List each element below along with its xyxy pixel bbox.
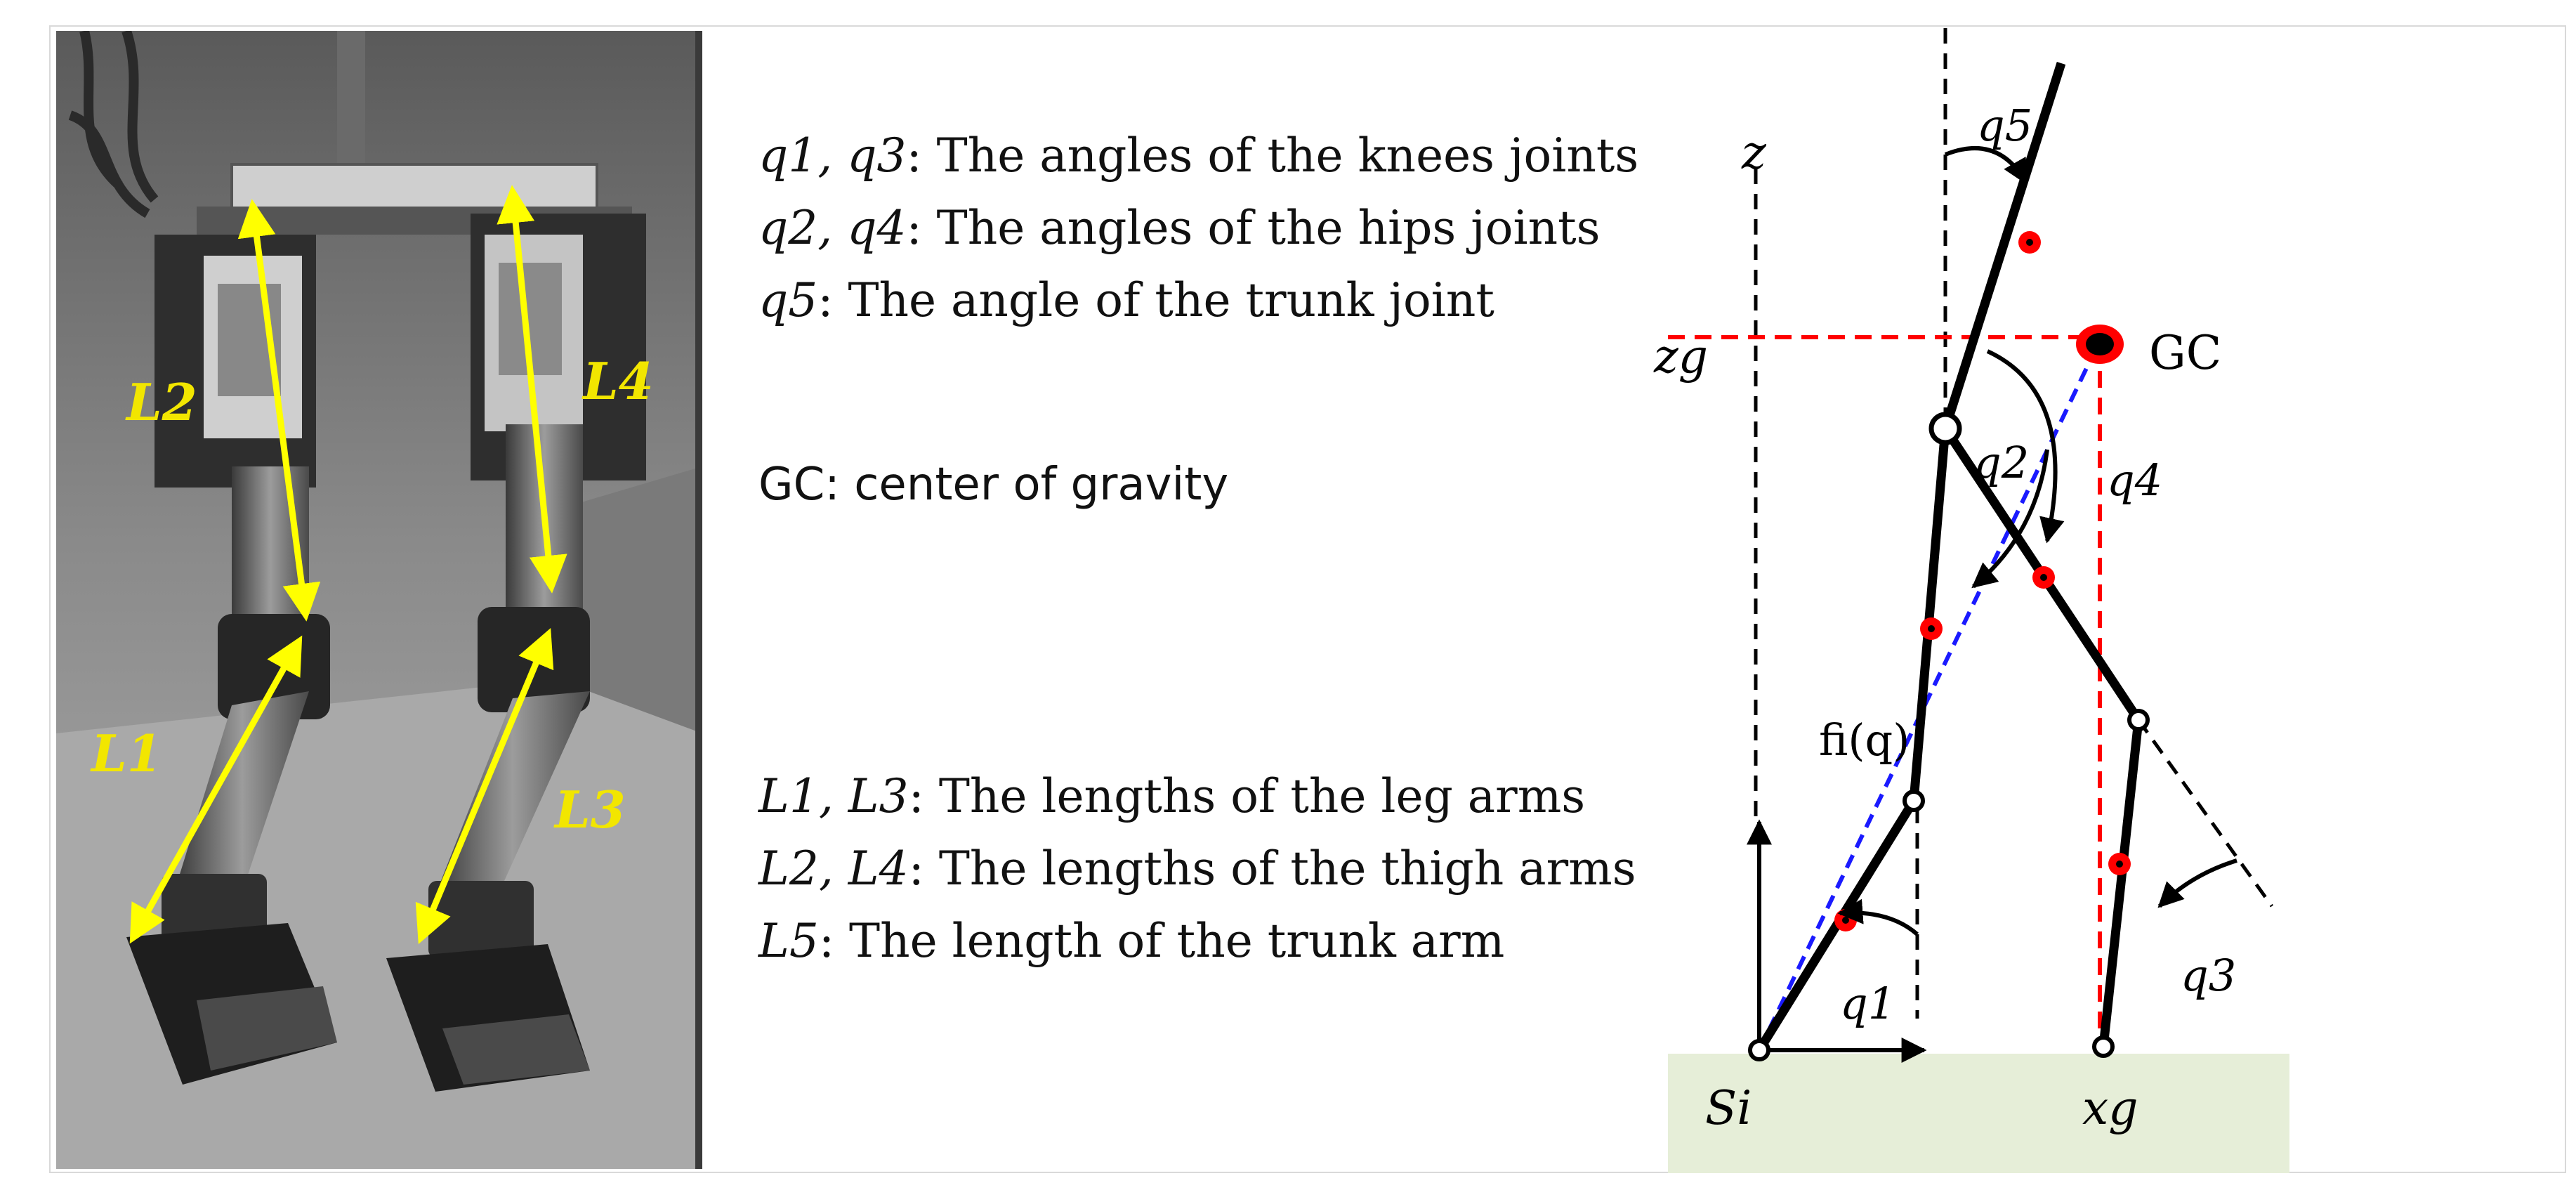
legend-text: : The lengths of the leg arms	[908, 769, 1586, 823]
legend-gc: GC: center of gravity	[758, 459, 1229, 511]
link-thigh-left	[1909, 428, 1950, 802]
legend-text: : The angles of the hips joints	[906, 201, 1601, 255]
legend-line-hips: q2, q4: The angles of the hips joints	[758, 192, 1671, 264]
link-shank-right	[2098, 719, 2143, 1047]
arrow-L1	[129, 635, 303, 944]
legend: q1, q3: The angles of the knees joints q…	[758, 119, 1671, 977]
photo-dimension-arrows	[129, 185, 567, 944]
label-si: Si	[1705, 1081, 1752, 1135]
arrow-L3	[415, 628, 554, 944]
legend-line-thighs: L2, L4: The lengths of the thigh arms	[758, 832, 1671, 905]
q2-arc	[1971, 449, 2049, 589]
label-q5: q5	[1977, 100, 2032, 151]
legend-line-legs: L1, L3: The lengths of the leg arms	[758, 760, 1671, 832]
label-q1: q1	[1840, 978, 1895, 1029]
legend-symbols: L5	[758, 914, 819, 968]
label-z: z	[1741, 126, 1767, 180]
robot-photo	[56, 31, 702, 1169]
fi-line	[1757, 346, 2098, 1052]
arrow-L4	[497, 185, 567, 594]
legend-line-trunk: q5: The angle of the trunk joint	[758, 264, 1671, 336]
label-L1: L1	[91, 724, 162, 783]
link-trunk	[1940, 62, 2066, 430]
legend-line-trunk-length: L5: The length of the trunk arm	[758, 905, 1671, 977]
label-gc: GC	[2149, 326, 2221, 380]
label-L4: L4	[583, 351, 654, 411]
joint-support-foot	[1748, 1039, 1770, 1061]
robot-photo-drawing	[56, 31, 702, 1169]
arrow-L2	[237, 199, 321, 622]
joint-swing-foot	[2092, 1035, 2115, 1058]
joint-hip	[1928, 412, 1962, 445]
q4-arc	[1986, 349, 2065, 544]
legend-line-knees: q1, q3: The angles of the knees joints	[758, 119, 1671, 192]
q5-arc	[1944, 146, 2028, 185]
label-zg: zg	[1653, 329, 1708, 384]
legend-symbols: L1, L3	[758, 769, 909, 823]
label-fi: fi(q)	[1819, 714, 1910, 766]
legend-symbols: q1, q3	[758, 129, 907, 183]
legend-symbols: q2, q4	[758, 201, 907, 255]
legend-text: : The angles of the knees joints	[906, 129, 1639, 183]
label-q2: q2	[1973, 437, 2029, 488]
label-L3: L3	[555, 780, 626, 839]
legend-text: : The lengths of the thigh arms	[908, 842, 1636, 896]
q1-arc	[1837, 898, 1919, 936]
thigh-extension-line	[2136, 719, 2274, 908]
mass-points	[1834, 231, 2131, 931]
legend-text: : The angle of the trunk joint	[817, 273, 1494, 327]
label-L2: L2	[126, 372, 197, 432]
legend-symbols: L2, L4	[758, 842, 909, 896]
legend-symbols: q5	[758, 273, 818, 327]
legend-text: : The length of the trunk arm	[818, 914, 1505, 968]
joint-right-knee	[2127, 709, 2150, 731]
ground	[1668, 1054, 2289, 1173]
label-q3: q3	[2181, 950, 2236, 1001]
label-q4: q4	[2107, 454, 2162, 506]
q3-arc	[2157, 858, 2237, 908]
label-xg: xg	[2082, 1081, 2138, 1135]
joint-left-knee	[1903, 790, 1925, 812]
